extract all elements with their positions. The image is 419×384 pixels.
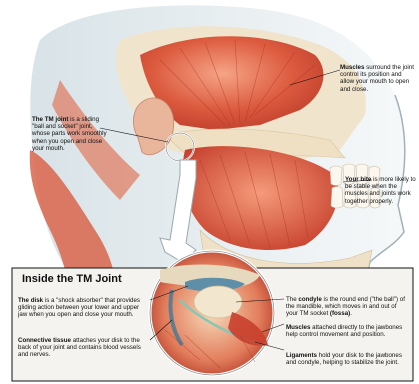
label-disk: The disk is a "shock absorber" that prov… [18, 297, 148, 319]
label-muscles: Muscles surround the joint control its p… [340, 64, 414, 93]
label-ligaments: Ligaments hold your disk to the jawbones… [286, 352, 410, 366]
label-condyle: The condyle is the round end ("the ball"… [286, 296, 410, 318]
label-tm-joint: The TM joint is a sliding "ball and sock… [32, 116, 112, 152]
label-inset-muscles: Muscles attached directly to the jawbone… [286, 324, 410, 338]
inset-title: Inside the TM Joint [22, 273, 122, 285]
label-bite: Your bite is more likely to be stable wh… [345, 176, 417, 205]
label-connective-tissue: Connective tissue attaches your disk to … [18, 337, 148, 359]
